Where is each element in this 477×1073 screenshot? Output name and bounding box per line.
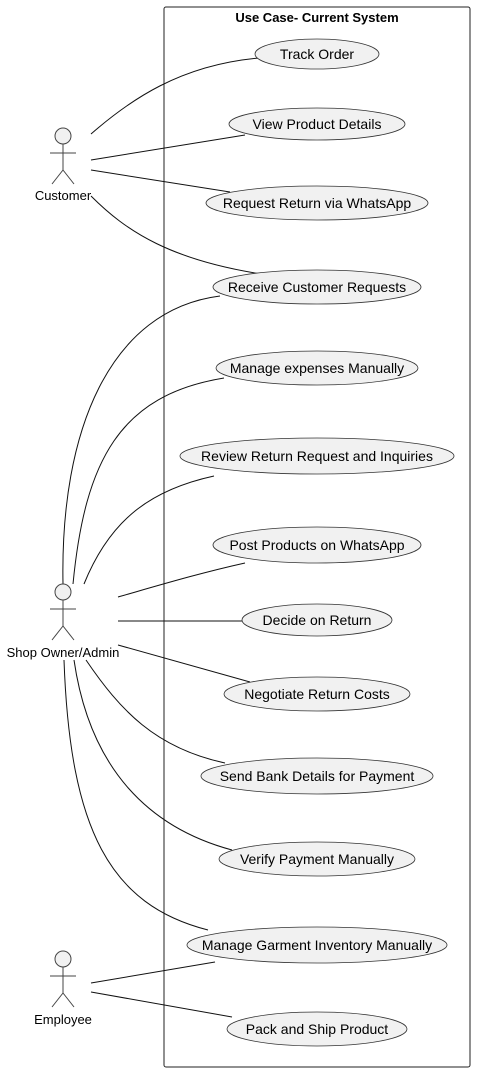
use-case-track-order: Track Order — [254, 38, 380, 70]
assoc-owner-manage-inventory — [63, 659, 209, 931]
use-case-manage-expenses: Manage expenses Manually — [215, 350, 419, 386]
use-case-ellipse — [205, 185, 429, 221]
use-case-pack-and-ship: Pack and Ship Product — [226, 1011, 408, 1047]
use-case-ellipse — [186, 926, 448, 964]
use-case-ellipse — [254, 38, 380, 70]
use-case-ellipse — [200, 757, 434, 795]
actor-right-leg — [62, 992, 75, 1008]
use-case-label: Track Order — [280, 46, 354, 62]
use-case-ellipse — [228, 107, 406, 141]
use-case-review-return-request: Review Return Request and Inquiries — [179, 437, 455, 475]
assoc-owner-manage-expenses — [72, 377, 225, 585]
use-case-post-products-whatsapp: Post Products on WhatsApp — [212, 526, 422, 564]
actor-label: Employee — [34, 1012, 92, 1027]
actor-label: Customer — [35, 188, 92, 203]
assoc-employee-manage-inventory — [90, 961, 216, 984]
use-case-ellipse — [218, 841, 416, 877]
actor-shop-owner: Shop Owner/Admin — [7, 583, 120, 660]
use-case-ellipse — [226, 1011, 408, 1047]
use-case-label: Post Products on WhatsApp — [229, 537, 404, 553]
actor-head — [54, 950, 72, 968]
assoc-employee-pack-ship — [90, 991, 233, 1018]
assoc-owner-send-bank — [85, 659, 226, 764]
assoc-customer-view-product — [90, 134, 246, 161]
actor-customer: Customer — [35, 127, 92, 203]
use-case-ellipse — [212, 269, 422, 305]
assoc-owner-post-products — [117, 562, 246, 598]
use-case-ellipse — [215, 350, 419, 386]
assoc-customer-request-return — [90, 169, 231, 193]
assoc-customer-track-order — [90, 57, 260, 135]
use-case-label: Receive Customer Requests — [228, 279, 406, 295]
actor-right-leg — [62, 625, 75, 641]
actor-head — [54, 583, 72, 601]
assoc-owner-negotiate-costs — [117, 644, 251, 683]
actor-employee: Employee — [34, 950, 92, 1027]
actor-head — [54, 127, 72, 145]
use-case-negotiate-return-costs: Negotiate Return Costs — [223, 676, 411, 712]
assoc-owner-verify-payment — [73, 659, 233, 851]
use-case-label: Request Return via WhatsApp — [223, 195, 412, 211]
use-case-ellipse — [223, 676, 411, 712]
use-case-request-return-whatsapp: Request Return via WhatsApp — [205, 185, 429, 221]
use-case-verify-payment: Verify Payment Manually — [218, 841, 416, 877]
assoc-owner-review-return — [83, 475, 215, 585]
use-case-label: Decide on Return — [263, 612, 372, 628]
use-case-label: Pack and Ship Product — [246, 1021, 389, 1037]
diagram-title: Use Case- Current System — [235, 10, 398, 25]
use-case-ellipse — [241, 603, 393, 637]
use-case-label: View Product Details — [253, 116, 382, 132]
assoc-customer-receive-requests — [90, 195, 276, 277]
actor-right-leg — [62, 169, 75, 185]
actor-left-leg — [51, 169, 64, 185]
use-case-receive-customer-requests: Receive Customer Requests — [212, 269, 422, 305]
use-case-send-bank-details: Send Bank Details for Payment — [200, 757, 434, 795]
use-case-label: Negotiate Return Costs — [244, 686, 390, 702]
assoc-owner-receive-requests — [62, 295, 221, 585]
use-case-ellipse — [212, 526, 422, 564]
use-case-manage-garment-inventory: Manage Garment Inventory Manually — [186, 926, 448, 964]
use-case-decide-on-return: Decide on Return — [241, 603, 393, 637]
use-case-label: Verify Payment Manually — [240, 851, 394, 867]
use-case-label: Manage Garment Inventory Manually — [202, 937, 432, 953]
actor-left-leg — [51, 625, 64, 641]
associations — [62, 57, 276, 1018]
use-case-label: Manage expenses Manually — [230, 360, 404, 376]
use-case-label: Send Bank Details for Payment — [220, 768, 415, 784]
use-case-ellipse — [179, 437, 455, 475]
use-case-view-product-details: View Product Details — [228, 107, 406, 141]
actor-label: Shop Owner/Admin — [7, 645, 120, 660]
use-case-label: Review Return Request and Inquiries — [201, 448, 433, 464]
actor-left-leg — [51, 992, 64, 1008]
